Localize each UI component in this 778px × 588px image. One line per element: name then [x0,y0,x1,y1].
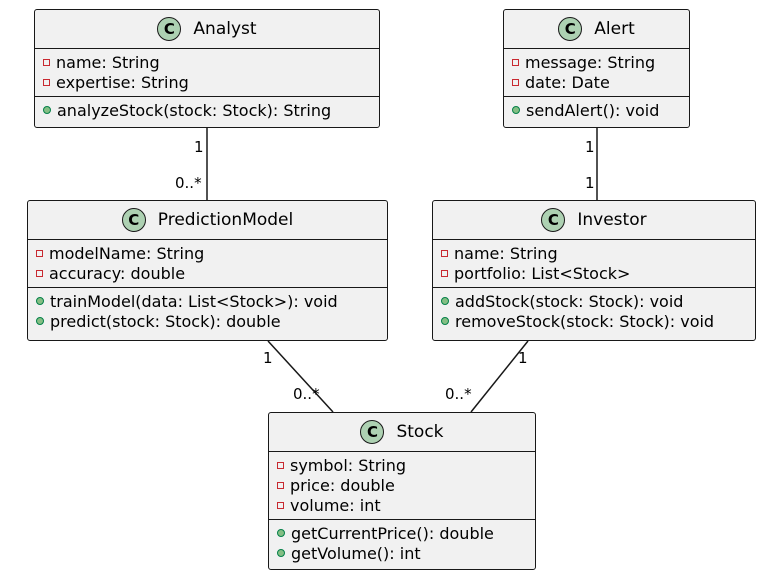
class-investor-methods: addStock(stock: Stock): void removeStock… [433,287,755,335]
class-stock-attributes: symbol: String price: double volume: int [269,452,535,519]
analyst-prediction-to-multiplicity: 0..* [175,174,202,192]
private-visibility-icon [441,249,448,257]
class-badge-icon: C [360,420,385,444]
alert-investor-from-multiplicity: 1 [585,138,595,156]
attribute-text: symbol: String [290,455,407,475]
class-prediction-model-name: PredictionModel [157,210,294,230]
method-text: removeStock(stock: Stock): void [455,311,715,331]
class-alert-attributes: message: String date: Date [504,49,689,96]
class-badge-icon: C [157,17,182,41]
attribute-row: message: String [504,52,689,72]
prediction-stock-from-multiplicity: 1 [263,349,273,367]
attribute-row: modelName: String [28,243,387,263]
class-analyst-attributes: name: String expertise: String [35,49,379,96]
private-visibility-icon [277,501,284,509]
investor-stock-from-multiplicity: 1 [518,349,528,367]
class-alert-header: C Alert [504,10,689,49]
attribute-row: date: Date [504,72,689,92]
class-badge-icon: C [541,208,566,232]
public-visibility-icon [36,317,44,325]
public-visibility-icon [512,106,520,114]
method-text: sendAlert(): void [526,100,660,120]
public-visibility-icon [277,549,285,557]
attribute-row: name: String [433,243,755,263]
method-row: addStock(stock: Stock): void [433,291,755,311]
method-text: predict(stock: Stock): double [50,311,281,331]
class-prediction-model-methods: trainModel(data: List<Stock>): void pred… [28,287,387,335]
private-visibility-icon [441,269,448,277]
attribute-row: name: String [35,52,379,72]
attribute-text: accuracy: double [49,263,186,283]
attribute-text: price: double [290,475,395,495]
association-prediction-stock-line [267,340,334,413]
attribute-text: name: String [454,243,558,263]
class-badge-icon: C [558,17,583,41]
public-visibility-icon [43,106,51,114]
class-prediction-model-attributes: modelName: String accuracy: double [28,240,387,287]
class-stock-methods: getCurrentPrice(): double getVolume(): i… [269,519,535,567]
method-text: getVolume(): int [291,543,421,563]
attribute-text: portfolio: List<Stock> [454,263,631,283]
method-row: getCurrentPrice(): double [269,523,535,543]
public-visibility-icon [36,297,44,305]
class-investor-attributes: name: String portfolio: List<Stock> [433,240,755,287]
attribute-text: expertise: String [56,72,189,92]
class-alert-methods: sendAlert(): void [504,96,689,124]
class-analyst[interactable]: C Analyst name: String expertise: String… [34,9,380,128]
class-investor-header: C Investor [433,201,755,240]
alert-investor-to-multiplicity: 1 [585,174,595,192]
class-badge-icon: C [121,208,146,232]
private-visibility-icon [36,249,43,257]
attribute-row: portfolio: List<Stock> [433,263,755,283]
class-alert[interactable]: C Alert message: String date: Date sendA… [503,9,690,128]
public-visibility-icon [441,317,449,325]
public-visibility-icon [441,297,449,305]
prediction-stock-to-multiplicity: 0..* [293,385,320,403]
private-visibility-icon [43,58,50,66]
class-prediction-model[interactable]: C PredictionModel modelName: String accu… [27,200,388,341]
analyst-prediction-from-multiplicity: 1 [194,138,204,156]
attribute-row: symbol: String [269,455,535,475]
method-row: getVolume(): int [269,543,535,563]
method-text: getCurrentPrice(): double [291,523,494,543]
private-visibility-icon [277,481,284,489]
private-visibility-icon [512,58,519,66]
method-row: trainModel(data: List<Stock>): void [28,291,387,311]
method-text: addStock(stock: Stock): void [455,291,684,311]
attribute-row: volume: int [269,495,535,515]
private-visibility-icon [277,461,284,469]
association-investor-stock-line [470,340,529,413]
method-row: analyzeStock(stock: Stock): String [35,100,379,120]
attribute-text: modelName: String [49,243,205,263]
class-analyst-name: Analyst [193,19,257,39]
class-investor[interactable]: C Investor name: String portfolio: List<… [432,200,756,341]
attribute-text: message: String [525,52,656,72]
private-visibility-icon [43,78,50,86]
attribute-row: accuracy: double [28,263,387,283]
class-prediction-model-header: C PredictionModel [28,201,387,240]
method-text: analyzeStock(stock: Stock): String [57,100,332,120]
investor-stock-to-multiplicity: 0..* [445,385,472,403]
class-alert-name: Alert [594,19,635,39]
class-stock-header: C Stock [269,413,535,452]
attribute-row: price: double [269,475,535,495]
method-row: removeStock(stock: Stock): void [433,311,755,331]
attribute-text: volume: int [290,495,381,515]
attribute-text: name: String [56,52,160,72]
class-analyst-header: C Analyst [35,10,379,49]
class-analyst-methods: analyzeStock(stock: Stock): String [35,96,379,124]
attribute-row: expertise: String [35,72,379,92]
attribute-text: date: Date [525,72,610,92]
private-visibility-icon [512,78,519,86]
class-stock[interactable]: C Stock symbol: String price: double vol… [268,412,536,570]
method-row: predict(stock: Stock): double [28,311,387,331]
class-stock-name: Stock [396,422,444,442]
method-row: sendAlert(): void [504,100,689,120]
public-visibility-icon [277,529,285,537]
class-investor-name: Investor [577,210,647,230]
private-visibility-icon [36,269,43,277]
method-text: trainModel(data: List<Stock>): void [50,291,338,311]
